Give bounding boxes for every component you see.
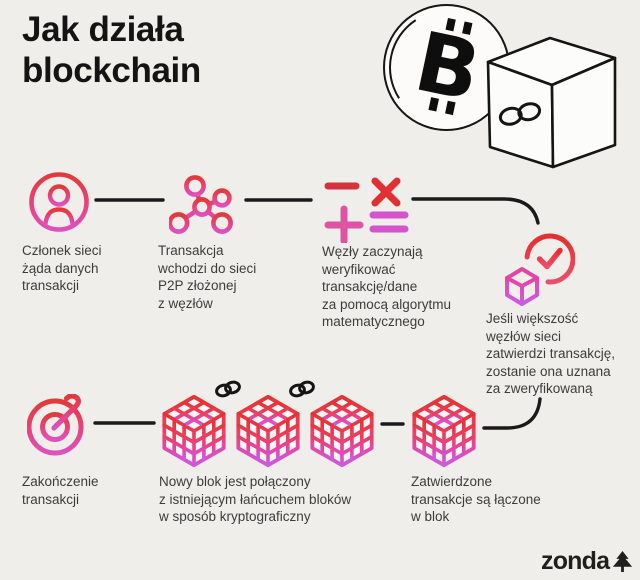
- connector-3-curved: [411, 197, 540, 225]
- zonda-logo-text: zonda: [541, 547, 610, 575]
- block-cube-icon: [236, 394, 300, 468]
- bitcoin-symbol: B: [407, 15, 488, 118]
- zonda-tree-icon: [613, 551, 633, 572]
- caption-approved: Jeśli większość węzłów sieci zatwierdzi …: [486, 311, 616, 397]
- block-cube-icon: [412, 394, 476, 468]
- math-operators-icon: [324, 177, 409, 243]
- times-icon: [371, 177, 401, 207]
- user-circle-icon: [29, 172, 89, 232]
- caption-end: Zakończenie transakcji: [22, 474, 99, 507]
- link-icon: [289, 380, 315, 398]
- block-cube-icon: [310, 394, 374, 468]
- caption-verify: Węzły zaczynają weryfikować transakcję/d…: [322, 244, 452, 330]
- target-icon: [27, 394, 84, 456]
- caption-chain: Nowy blok jest połączony z istniejącym ł…: [159, 474, 352, 525]
- caption-p2p: Transakcja wchodzi do sieci P2P złożonej…: [158, 243, 257, 311]
- link-icon: [498, 102, 542, 126]
- network-nodes-icon: [169, 175, 233, 234]
- link-icon: [215, 380, 241, 398]
- linked-cube-icon: [486, 36, 617, 169]
- caption-block: Zatwierdzone transakcje są łączone w blo…: [411, 474, 541, 525]
- block-cube-icon: [162, 394, 226, 468]
- cube-check-icon: [505, 233, 575, 306]
- zonda-logo: zonda: [541, 549, 633, 574]
- caption-member: Członek sieci żąda danych transakcji: [22, 243, 102, 294]
- page-title: Jak działa blockchain: [22, 10, 201, 90]
- check-icon: [536, 247, 563, 270]
- connector-6-curved: [482, 397, 542, 430]
- plus-icon: [324, 205, 364, 243]
- dart-icon: [51, 394, 81, 431]
- equals-icon: [369, 211, 409, 233]
